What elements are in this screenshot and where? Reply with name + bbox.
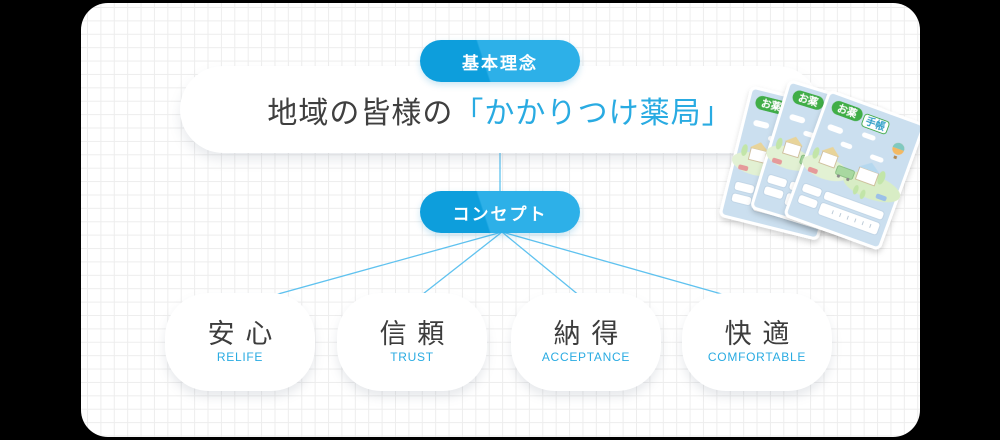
connector-concept-to-kaiteki (501, 231, 758, 305)
concept-item-en-label: ACCEPTANCE (541, 350, 631, 364)
medicine-notebooks-illustration: お薬 手帳 (716, 78, 920, 252)
concept-item-jp-label: 納得 (553, 319, 630, 349)
concept-item-nattoku: 納得 ACCEPTANCE (511, 293, 661, 391)
connector-lines (241, 150, 758, 305)
concept-item-jp-label: 安心 (207, 319, 284, 349)
philosophy-badge: 基本理念 (420, 40, 580, 82)
statement-highlight-text: 「かかりつけ薬局」 (453, 96, 733, 130)
concept-item-jp-label: 信頼 (379, 319, 456, 349)
concept-item-anshin: 安心 RELIFE (165, 293, 315, 391)
concept-item-en-label: TRUST (390, 350, 434, 364)
connector-concept-to-anshin (241, 231, 503, 305)
philosophy-statement: 地域の皆様の「かかりつけ薬局」 (267, 88, 732, 132)
concept-badge: コンセプト (420, 191, 580, 233)
concept-item-kaiteki: 快適 COMFORTABLE (682, 293, 832, 391)
diagram-card: 地域の皆様の「かかりつけ薬局」 基本理念 コンセプト 安心 RELIFE 信頼 … (81, 3, 920, 437)
concept-item-jp-label: 快適 (724, 319, 801, 349)
statement-plain-text: 地域の皆様の (267, 96, 454, 130)
concept-item-en-label: RELIFE (216, 350, 264, 364)
concept-item-shinrai: 信頼 TRUST (337, 293, 487, 391)
connector-concept-to-nattoku (501, 231, 587, 302)
concept-item-en-label: COMFORTABLE (707, 350, 807, 364)
connector-concept-to-shinrai (413, 231, 503, 302)
